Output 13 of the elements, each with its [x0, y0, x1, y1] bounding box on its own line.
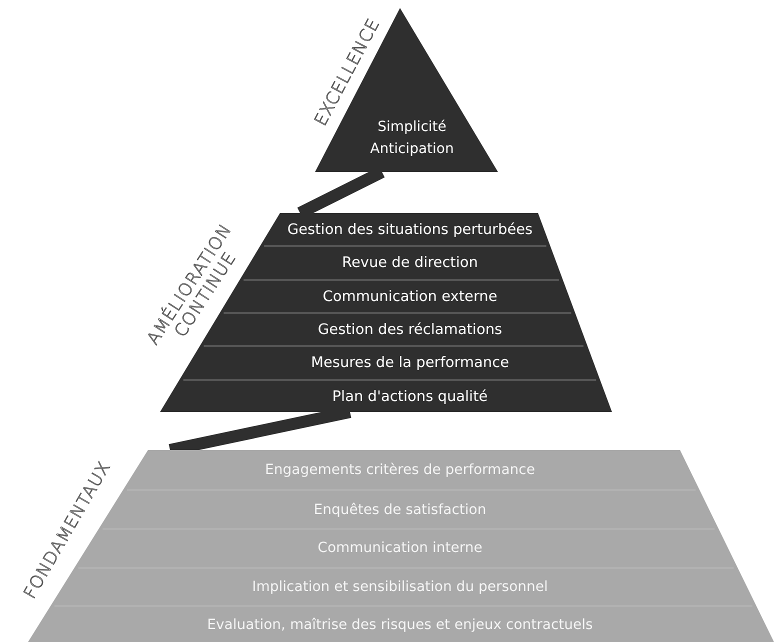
- tier-item: Implication et sensibilisation du personnel: [252, 579, 548, 595]
- tier-item: Simplicité: [378, 119, 446, 135]
- tier-item: Gestion des situations perturbées: [287, 222, 533, 238]
- tier-item: Mesures de la performance: [310, 355, 510, 371]
- tier-item: Engagements critères de performance: [265, 462, 535, 478]
- tier-item: Enquêtes de satisfaction: [314, 502, 486, 518]
- tier-item: Anticipation: [370, 141, 454, 157]
- tier-item: Communication interne: [318, 540, 482, 556]
- tier-item: Plan d'actions qualité: [332, 389, 488, 405]
- tier-item: Revue de direction: [342, 255, 478, 271]
- tier-item: Communication externe: [322, 289, 498, 305]
- tier-item: Evaluation, maîtrise des risques et enjeux contractuels: [207, 617, 593, 633]
- tier-item: Gestion des réclamations: [318, 322, 502, 338]
